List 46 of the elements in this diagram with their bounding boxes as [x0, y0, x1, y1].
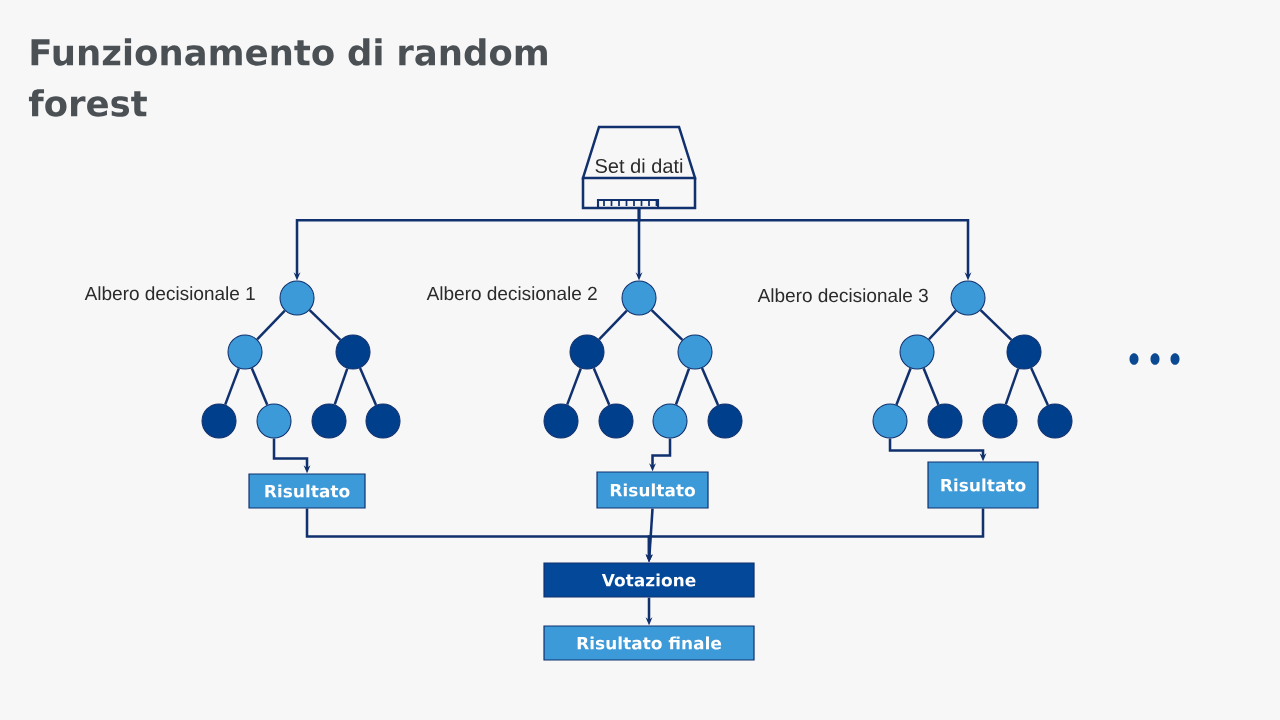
connector-line — [256, 309, 286, 341]
tree-label: Albero decisionale 2 — [426, 286, 597, 301]
connector-line — [358, 367, 378, 406]
connector-line — [928, 309, 957, 341]
tree-node — [899, 334, 935, 370]
tree-node — [543, 403, 579, 439]
connector-line — [700, 367, 720, 406]
tree-node — [201, 403, 237, 439]
process-box: Risultato finale — [543, 625, 755, 661]
connector-line — [1004, 368, 1020, 405]
connector-line — [224, 367, 240, 406]
connector-line — [566, 367, 582, 406]
tree-node — [598, 403, 634, 439]
connector-line — [650, 309, 684, 341]
connector-line — [922, 367, 940, 406]
tree-label: Albero decisionale 1 — [84, 286, 255, 301]
connector-line — [598, 309, 628, 341]
tree-node — [335, 334, 371, 370]
process-box: Risultato — [248, 473, 366, 509]
tree-label: Albero decisionale 3 — [757, 288, 928, 303]
tree-node — [569, 334, 605, 370]
tree-node — [652, 403, 688, 439]
tree-node — [227, 334, 263, 370]
tree-node — [982, 403, 1018, 439]
process-box: Votazione — [543, 562, 755, 598]
tree-node — [927, 403, 963, 439]
tree-node — [707, 403, 743, 439]
tree-node — [872, 403, 908, 439]
connector-line — [250, 367, 269, 406]
tree-node — [365, 403, 401, 439]
connector-line — [308, 309, 342, 341]
connector-line — [674, 368, 691, 405]
connector-line — [895, 367, 912, 406]
tree-node — [1037, 403, 1073, 439]
connector-line — [1030, 367, 1049, 406]
tree-node — [311, 403, 347, 439]
storage-drive: Set di dati — [581, 125, 697, 210]
process-box: Risultato — [927, 461, 1039, 509]
tree-node — [256, 403, 292, 439]
connector-line — [979, 309, 1013, 341]
tree-node — [1006, 334, 1042, 370]
tree-node — [677, 334, 713, 370]
connector-line — [333, 368, 349, 405]
connector-line — [592, 367, 611, 406]
title: Funzionamento di random forest — [28, 38, 547, 117]
process-box: Risultato — [596, 471, 709, 509]
